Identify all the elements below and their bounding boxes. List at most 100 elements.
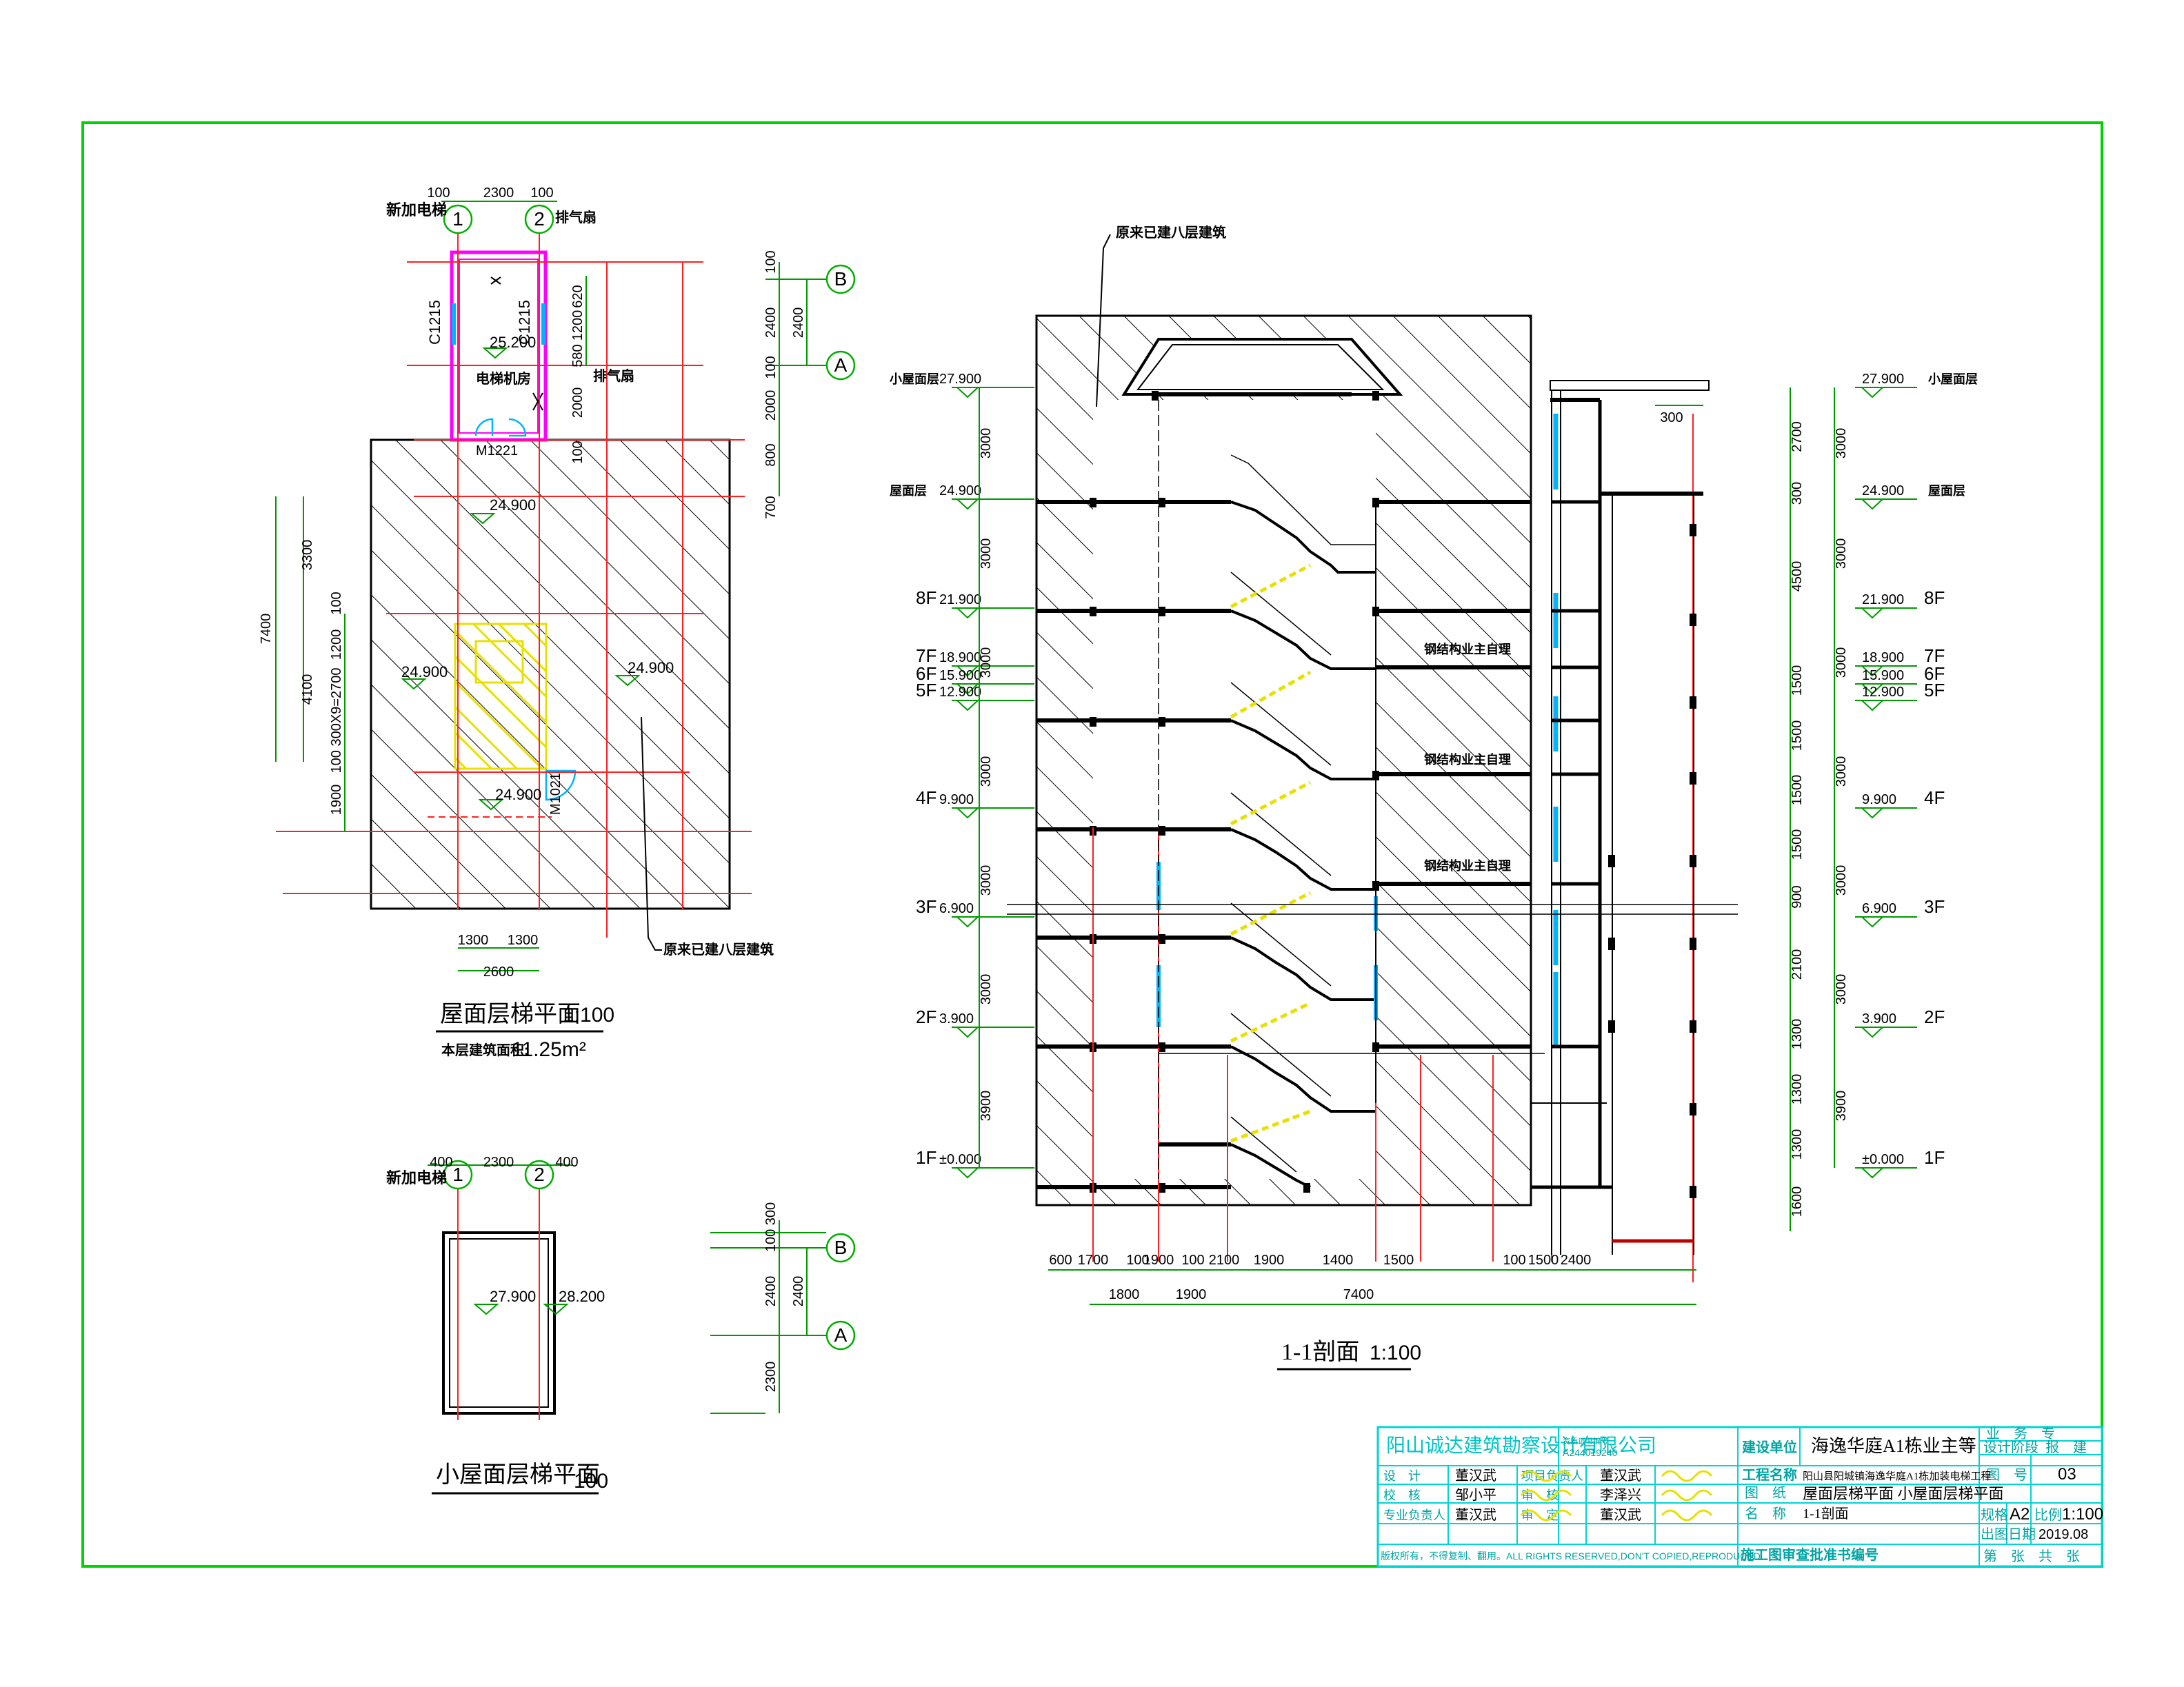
elev-roof-top: 24.900 (490, 496, 536, 514)
section-level-elev-left: 18.900 (939, 650, 981, 665)
section-dim-right-outer: 3000 (1834, 647, 1849, 678)
section-dim-bottom-2: 7400 (1343, 1287, 1374, 1302)
section-level-elev-right: 27.900 (1862, 372, 1904, 387)
section-level-elev-right: 3.900 (1862, 1011, 1896, 1027)
axis-a-label: A (834, 354, 848, 376)
section-level-name-right: 6F (1924, 663, 1945, 684)
dim-top-1: 2300 (483, 185, 514, 201)
dim-machine-3: 2000 (570, 387, 585, 418)
section-level-name-right: 小屋面层 (1928, 372, 1978, 386)
section-dim-right-outer: 3000 (1834, 538, 1849, 569)
dim-left-inner-1: 1200 (329, 629, 344, 660)
dim-left-inner-2: 100 300X9=2700 (329, 668, 344, 774)
section-dim-right-outer: 3000 (1834, 974, 1849, 1005)
window-label-left: C1215 (426, 300, 443, 345)
axis-2-label: 2 (534, 208, 545, 230)
stair-hatch (454, 623, 548, 770)
tb-date-label: 出图日期 (1981, 1526, 2036, 1542)
dim-right-1: 2400 (763, 307, 779, 339)
dim-left-mid-0: 3300 (300, 540, 315, 571)
section-dim-left: 3900 (979, 1091, 994, 1122)
dim-bottom-0: 1300 (458, 933, 489, 948)
small-axis-b-label: B (834, 1237, 848, 1258)
section-dim-right-inner: 1500 (1790, 665, 1805, 696)
small-dim-right-0: 100 300 (763, 1202, 779, 1252)
tb-date: 2019.08 (2038, 1527, 2088, 1542)
small-roof-outline (442, 1231, 556, 1415)
floor-slabs (1036, 392, 1531, 1189)
stair-door (545, 769, 577, 801)
dim-bottom-1: 1300 (508, 933, 539, 948)
tb-review-label: 施工图审查批准书编号 (1741, 1546, 1879, 1563)
dim-machine-0: 620 (570, 285, 585, 307)
tb-drawing-name-2: 1-1剖面 (1803, 1506, 1849, 1522)
stair-core (1093, 400, 1376, 1179)
section-level-elev-left: ±0.000 (939, 1152, 981, 1167)
section-dim-right-inner: 1300 (1790, 1074, 1805, 1105)
section-dim-bottom-1: 1400 (1323, 1253, 1354, 1268)
tb-cert-label: 资质证书编号 (1563, 1436, 1608, 1446)
tb-name: 邹小平 (1455, 1487, 1496, 1503)
tb-name2: 董汉武 (1600, 1507, 1641, 1523)
section-level-elev-right: 6.900 (1862, 901, 1896, 916)
small-roof-plan-title: 小屋面层梯平面 (436, 1462, 600, 1488)
section-level-elev-right: 18.900 (1862, 650, 1904, 665)
section-level-elev-right: 15.900 (1862, 668, 1904, 683)
section-dim-bottom-1: 1500 (1383, 1253, 1414, 1268)
exhaust-fan-label-1: 排气扇 (555, 209, 597, 225)
small-axis-a-label: A (834, 1324, 848, 1346)
elev-roof-left: 24.900 (401, 663, 448, 680)
dim-right-2: 100 (763, 356, 779, 378)
small-dim-right-1: 2400 (763, 1276, 779, 1307)
dim-right-0: 100 (763, 250, 779, 273)
section-level-name-left: 2F (916, 1007, 936, 1027)
dim-left-inner-3: 1900 (329, 785, 344, 816)
dim-bottom-total: 2600 (483, 964, 514, 980)
section-dim-left: 3000 (979, 756, 994, 787)
door-label-top: M1221 (476, 443, 518, 458)
tb-role: 校 核 (1383, 1488, 1421, 1502)
dim-right-inner-0: 2400 (791, 307, 806, 339)
tb-name2: 董汉武 (1600, 1468, 1641, 1484)
tb-scale-label: 比例 (2034, 1507, 2062, 1523)
section-dim-bottom-2: 1800 (1109, 1287, 1140, 1302)
tb-size: A2 (2010, 1505, 2030, 1524)
tb-size-label: 规格 (1981, 1507, 2008, 1523)
section-dim-bottom-2: 1900 (1176, 1287, 1207, 1302)
elevator-shaft (1531, 380, 1710, 1255)
section-level-name-left: 6F (916, 663, 936, 684)
elev-stair-landing: 24.900 (495, 786, 541, 803)
tb-company: 阳山诚达建筑勘察设计有限公司 (1386, 1435, 1656, 1457)
dim-left-outer: 7400 (259, 614, 274, 645)
section-dim-bottom-1: 2400 (1561, 1253, 1592, 1268)
tb-trade-label: 业 务 专 (1986, 1426, 2055, 1442)
section-dim-left: 3000 (979, 974, 994, 1005)
dim-machine-4: 100 (570, 441, 585, 463)
section-level-name-right: 4F (1924, 787, 1945, 808)
roof-stair-plan: 1 2 B A 新加电梯 排气扇 排气扇 电梯机房 C1215 C1215 M1… (259, 185, 856, 1061)
tb-drawing-name-1: 屋面层梯平面 小屋面层梯平面 (1803, 1485, 2004, 1502)
tb-project-label: 工程名称 (1742, 1466, 1797, 1483)
section-level-name-right: 2F (1924, 1007, 1945, 1027)
tb-scale: 1:100 (2062, 1505, 2103, 1524)
existing-building-label: 原来已建八层建筑 (663, 941, 774, 958)
section-dim-bottom-1: 1700 (1078, 1253, 1109, 1268)
section-dim-right-outer: 3000 (1834, 428, 1849, 459)
section-dim-bottom-1: 1500 (1528, 1253, 1559, 1268)
dim-machine-1: 1200 (570, 310, 585, 341)
signature-icon (1661, 1470, 1713, 1482)
section-level-elev-right: ±0.000 (1862, 1152, 1904, 1167)
roof-plan-title: 屋面层梯平面 (440, 1001, 581, 1027)
signature-icon (1520, 1470, 1572, 1482)
tb-stage-label: 设计阶段 (1983, 1439, 2038, 1455)
section-level-name-left: 5F (916, 680, 936, 700)
steel-label-2: 钢结构业主自理 (1424, 752, 1511, 767)
door-label-stair: M1021 (548, 773, 563, 815)
tb-project: 阳山县阳城镇海逸华庭A1栋加装电梯工程 (1803, 1470, 1991, 1482)
section-dim-bottom-1: 2100 (1209, 1253, 1240, 1268)
axis-1-label: 1 (452, 208, 463, 230)
signature-icon (1520, 1489, 1572, 1502)
